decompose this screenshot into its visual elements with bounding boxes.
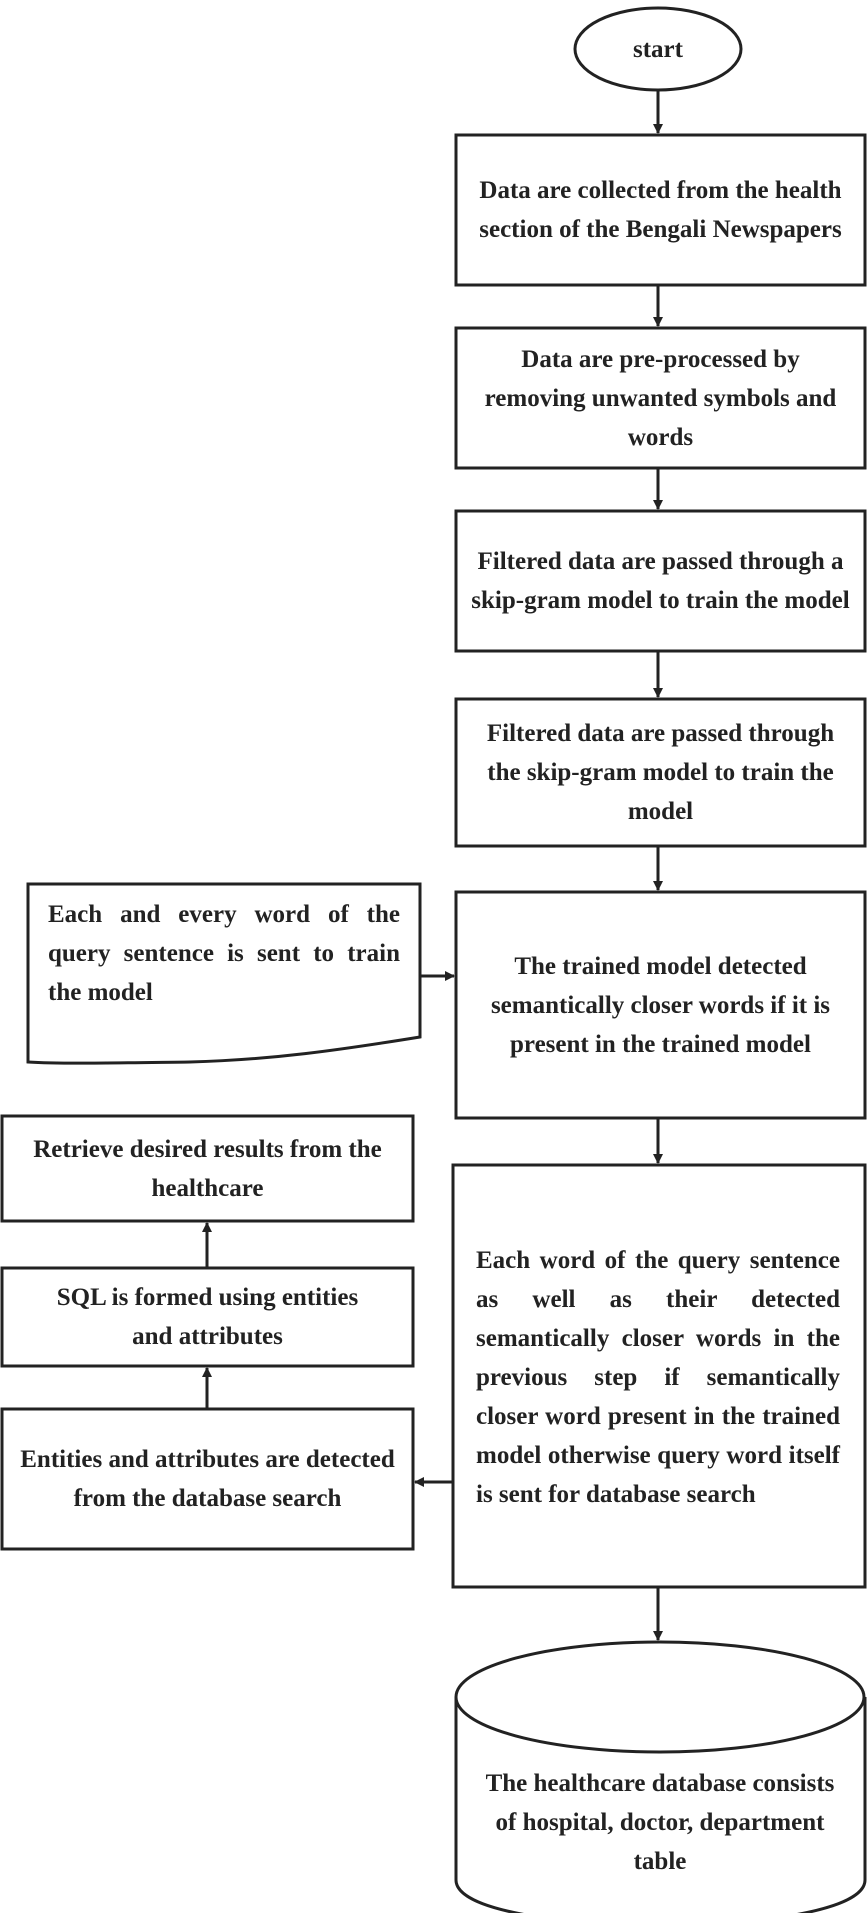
entities-step: Entities and attributes are detected fro… [14, 1412, 401, 1546]
sql-step: SQL is formed using entities and attribu… [40, 1271, 375, 1363]
healthcare-database-label: The healthcare database consists of hosp… [485, 1770, 835, 1875]
preprocess-box [454, 326, 867, 470]
detect-box [454, 890, 867, 1120]
entities-step-label: Entities and attributes are detected fro… [20, 1446, 395, 1512]
healthcare-database: The healthcare database consists of hosp… [480, 1760, 840, 1885]
skipgram-a-step-label: Filtered data are passed through a skip-… [471, 548, 850, 614]
query-document: Each and every word of the query sentenc… [48, 893, 400, 1013]
start-label: start [633, 35, 683, 63]
start-terminal: start [575, 9, 741, 89]
collect-box [454, 133, 867, 287]
retrieve-step-label: Retrieve desired results from the health… [33, 1135, 382, 1202]
skipgram-a-box [454, 509, 867, 653]
skipgram-the-step-label: Filtered data are passed through the ski… [486, 720, 835, 825]
database-cylinder-shape [454, 1697, 867, 1913]
sql-step-label: SQL is formed using entities and attribu… [56, 1284, 359, 1350]
query-document-label: Each and every word of the query sentenc… [48, 900, 400, 1006]
detect-step: The trained model detected semantically … [490, 896, 831, 1114]
skipgram-the-box [454, 697, 867, 848]
retrieve-step: Retrieve desired results from the health… [20, 1119, 395, 1218]
skipgram-the-step: Filtered data are passed through the ski… [470, 702, 851, 843]
collect-step: Data are collected from the health secti… [470, 138, 851, 282]
preprocess-step-label: Data are pre-processed by removing unwan… [484, 345, 837, 451]
detect-step-label: The trained model detected semantically … [490, 952, 831, 1058]
retrieve-box [0, 1114, 415, 1223]
database-cylinder-top [454, 1640, 866, 1754]
preprocess-step: Data are pre-processed by removing unwan… [470, 331, 851, 465]
query-document-shape [26, 882, 422, 1065]
skipgram-a-step: Filtered data are passed through a skip-… [470, 514, 851, 648]
search-step: Each word of the query sentence as well … [476, 1178, 840, 1576]
search-step-label: Each word of the query sentence as well … [476, 1246, 840, 1508]
collect-step-label: Data are collected from the health secti… [479, 177, 842, 243]
